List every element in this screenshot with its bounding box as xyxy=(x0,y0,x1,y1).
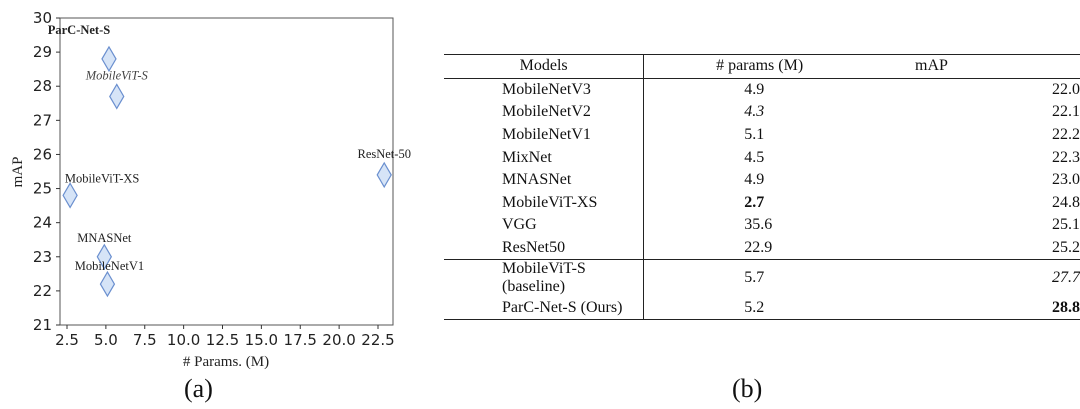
y-tick-label: 25 xyxy=(33,180,52,198)
table-row: VGG 35.6 25.1 xyxy=(444,214,1080,237)
point-label: ParC-Net-S xyxy=(48,23,111,37)
x-tick-label: 7.5 xyxy=(133,331,157,349)
header-map: mAP xyxy=(875,54,1080,79)
y-tick-label: 27 xyxy=(33,111,52,129)
cell-map: 24.8 xyxy=(1052,193,1080,211)
y-tick-label: 28 xyxy=(33,77,52,95)
y-axis-label: mAP xyxy=(10,157,26,188)
cell-map: 25.1 xyxy=(1052,216,1080,234)
point-label: ResNet-50 xyxy=(357,147,410,161)
x-tick-label: 17.5 xyxy=(284,331,317,349)
header-params: # params (M) xyxy=(643,54,875,79)
point-label: MobileViT-S xyxy=(85,68,149,82)
y-tick-label: 26 xyxy=(33,145,52,163)
results-table: Models # params (M) mAP MobileNetV3 4.9 22… xyxy=(444,54,1080,320)
scatter-plot: 2.5 5.0 7.5 10.0 12.5 15.0 17.5 20.0 22.5 21 22 23 2… xyxy=(10,9,411,370)
cell-map: 28.8 xyxy=(875,296,1080,320)
x-tick-label: 20.0 xyxy=(322,331,355,349)
cell-params: 4.9 xyxy=(744,171,765,189)
cell-params: 4.9 xyxy=(744,80,765,98)
cell-params: 5.2 xyxy=(643,296,875,320)
table-row: MNASNet 4.9 23.0 xyxy=(444,168,1080,192)
cell-params: 2.7 xyxy=(744,193,765,211)
point-label: MobileViT-XS xyxy=(65,171,140,185)
x-tick-label: 5.0 xyxy=(94,331,118,349)
cell-model: MobileViT-XS xyxy=(444,191,645,215)
cell-params: 5.7 xyxy=(643,259,875,297)
x-axis-label: # Params. (M) xyxy=(183,354,269,370)
table-row: MobileNetV1 5.1 22.2 xyxy=(444,123,1080,147)
y-tick-label: 29 xyxy=(33,43,52,61)
cell-map: 22.0 xyxy=(1052,80,1080,98)
x-tick-label: 2.5 xyxy=(55,331,79,349)
cell-map: 25.2 xyxy=(1052,239,1080,257)
cell-model: MobileViT-S (baseline) xyxy=(444,259,645,297)
table-row: ResNet50 22.9 25.2 xyxy=(444,236,1080,260)
table-header-row: Models # params (M) mAP xyxy=(444,54,1080,79)
cell-map: 22.2 xyxy=(1052,126,1080,144)
cell-map: 22.3 xyxy=(1052,148,1080,166)
cell-model: MobileNetV1 xyxy=(444,123,645,147)
caption-b: (b) xyxy=(732,374,763,403)
caption-a: (a) xyxy=(184,374,213,403)
table-row: MobileViT-XS 2.7 24.8 xyxy=(444,191,1080,215)
cell-params: 22.9 xyxy=(744,239,773,257)
data-point-diamond xyxy=(99,270,116,298)
table-row: MobileNetV3 4.9 22.0 xyxy=(444,78,1080,102)
cell-map: 22.1 xyxy=(1052,103,1080,121)
data-point-diamond xyxy=(101,45,117,73)
cell-map: 23.0 xyxy=(1052,171,1080,189)
x-tick-label: 12.5 xyxy=(206,331,239,349)
cell-model: VGG xyxy=(444,214,645,237)
cell-model: MobileNetV3 xyxy=(444,78,645,102)
y-tick-label: 22 xyxy=(33,282,52,300)
point-label: MobileNetV1 xyxy=(75,259,144,273)
cell-params: 4.3 xyxy=(744,103,765,121)
point-label: MNASNet xyxy=(77,231,132,245)
x-tick-label: 22.5 xyxy=(361,331,394,349)
table-row: MobileNetV2 4.3 22.1 xyxy=(444,101,1080,124)
y-tick-label: 30 xyxy=(33,9,52,27)
header-models: Models xyxy=(444,54,645,79)
cell-map: 27.7 xyxy=(875,259,1080,297)
cell-model: ResNet50 xyxy=(444,236,645,260)
data-point-diamond xyxy=(96,243,113,270)
y-tick-label: 24 xyxy=(33,214,52,232)
cell-params: 35.6 xyxy=(744,216,773,234)
cell-params: 4.5 xyxy=(744,148,765,166)
data-point-diamond xyxy=(376,161,392,189)
table-row: MixNet 4.5 22.3 xyxy=(444,146,1080,169)
cell-model: MNASNet xyxy=(444,168,645,192)
data-point-diamond xyxy=(62,182,78,209)
plot-frame xyxy=(59,17,394,326)
cell-model: ParC-Net-S (Ours) xyxy=(444,296,645,320)
y-tick-label: 23 xyxy=(33,248,52,266)
cell-model: MobileNetV2 xyxy=(444,101,645,124)
x-tick-label: 10.0 xyxy=(167,331,200,349)
y-tick-label: 21 xyxy=(33,316,52,334)
cell-params: 5.1 xyxy=(744,126,765,144)
data-point-diamond xyxy=(109,83,125,110)
x-tick-label: 15.0 xyxy=(245,331,278,349)
cell-model: MixNet xyxy=(444,146,645,169)
